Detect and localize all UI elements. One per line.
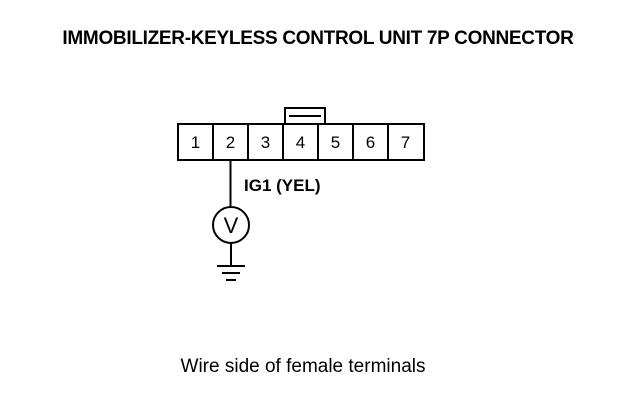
voltmeter-symbol: V bbox=[224, 213, 239, 238]
pin-1-label: 1 bbox=[191, 133, 200, 152]
pin-4-label: 4 bbox=[296, 133, 305, 152]
diagram-caption: Wire side of female terminals bbox=[181, 356, 426, 377]
pin-3-label: 3 bbox=[261, 133, 270, 152]
pin-6-label: 6 bbox=[366, 133, 375, 152]
signal-label: IG1 (YEL) bbox=[244, 176, 321, 195]
pin-2-label: 2 bbox=[226, 133, 235, 152]
connector-pin-row: 1 2 3 4 5 6 7 bbox=[191, 124, 410, 160]
voltmeter-icon: V bbox=[212, 206, 250, 244]
diagram-title: IMMOBILIZER-KEYLESS CONTROL UNIT 7P CONN… bbox=[62, 28, 574, 49]
ground-symbol-icon bbox=[217, 265, 245, 281]
pin-7-label: 7 bbox=[401, 133, 410, 152]
connector-body bbox=[177, 123, 425, 161]
pin-5-label: 5 bbox=[331, 133, 340, 152]
